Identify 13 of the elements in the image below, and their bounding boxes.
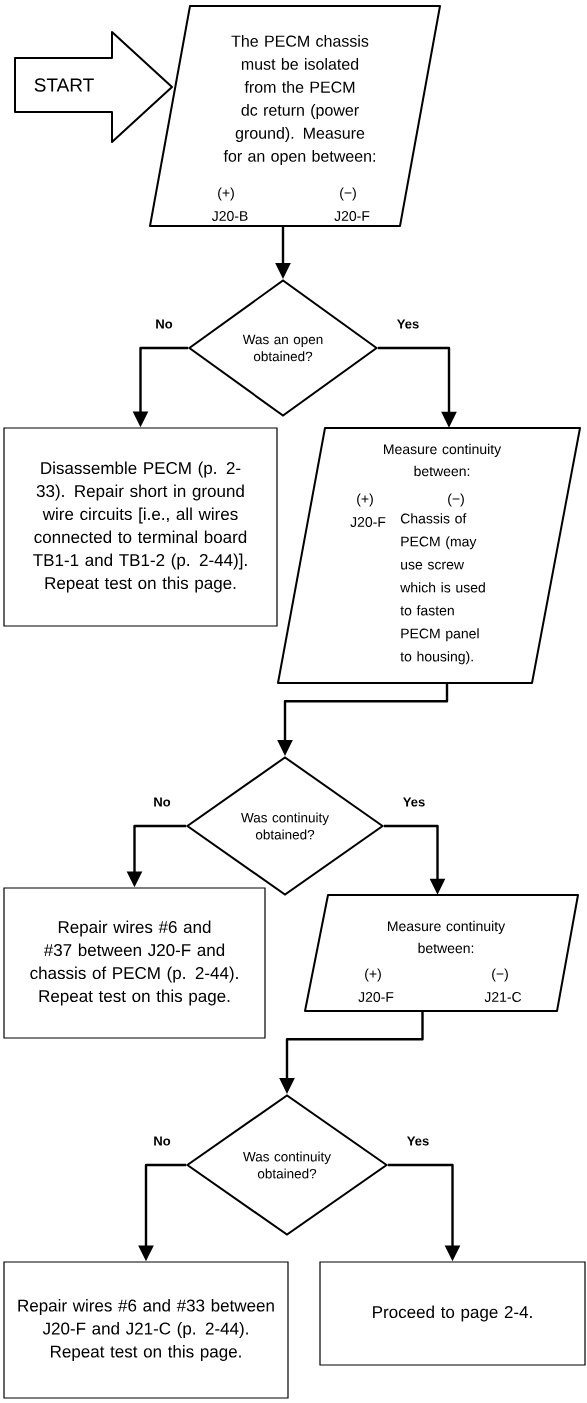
edge-label: Yes [401,796,427,808]
parallelogram: Measure continuity between: (+) J20-F (−) Chassis of PECM (may use screw which is used to fasten PECM panel to housing). [277,427,581,684]
edge-label: No [154,318,174,330]
edge-label: Yes [395,318,421,330]
edge-label: No [152,1135,172,1147]
edge-label: Yes [405,1135,431,1147]
process-box: Repair wires #6 and #37 between J20-F and chassis of PECM (p. 2-44). Repeat test on this page. [3,887,266,1039]
process-box: Repair wires #6 and #33 between J20-F and J21-C (p. 2-44). Repeat test on this page. [3,1261,289,1399]
edge-label: No [152,796,172,808]
parallelogram: Measure continuity between: (+) J20-F (−) J21-C [304,894,579,1012]
parallelogram: The PECM chassis must be isolated from the PECM dc return (power ground). Measure for an open between: (+) J20-B (−) J20-F [149,5,441,227]
process-box: Disassemble PECM (p. 2-33). Repair short in ground wire circuits [i.e., all wires connected to terminal board TB1-1 and TB1-2 (p. 2-44)]. Repeat test on this page. [3,427,278,627]
process-box: Proceed to page 2-4. [319,1261,586,1366]
